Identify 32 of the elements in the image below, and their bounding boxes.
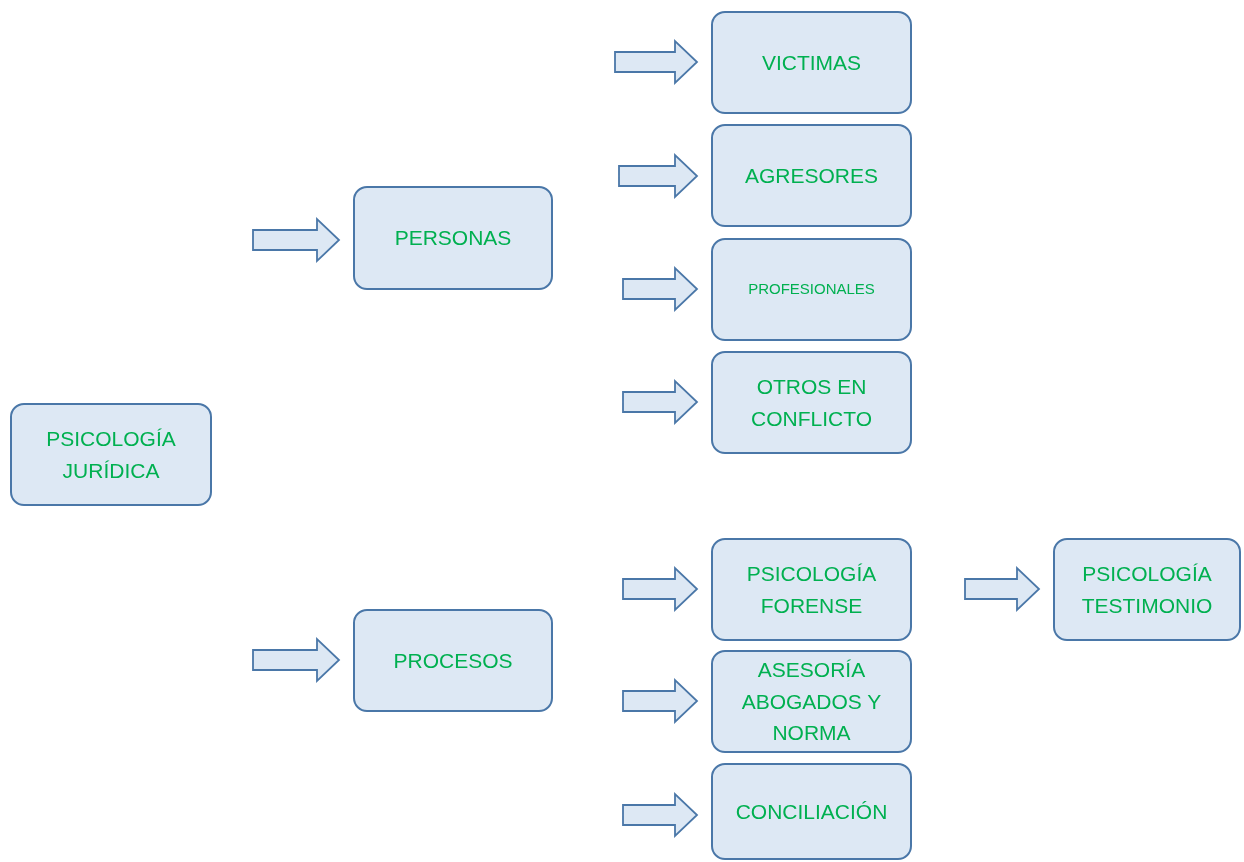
block-arrow [614, 38, 699, 86]
box-label: PERSONAS [394, 225, 512, 252]
box-label: PSICOLOGÍA TESTIMONIO [1080, 561, 1214, 619]
rounded-box [711, 538, 912, 641]
rounded-box [1053, 538, 1241, 641]
box-label: PSICOLOGÍA JURÍDICA [45, 426, 177, 484]
block-arrow [618, 152, 699, 200]
rounded-box [711, 351, 912, 454]
box-label: PROFESIONALES [748, 279, 875, 300]
rounded-box [711, 763, 912, 860]
box-label: AGRESORES [744, 162, 878, 189]
box-label: PSICOLOGÍA FORENSE [745, 561, 878, 619]
box-label: VICTIMAS [761, 49, 862, 76]
block-arrow [252, 636, 341, 684]
rounded-box [711, 124, 912, 227]
rounded-box [711, 650, 912, 753]
rounded-box [353, 186, 553, 290]
block-arrow [622, 791, 699, 839]
box-label: CONCILIACIÓN [735, 798, 888, 825]
block-arrow [964, 565, 1041, 613]
rounded-box [711, 238, 912, 341]
rounded-box [10, 403, 212, 506]
rounded-box [711, 11, 912, 114]
box-label: OTROS EN CONFLICTO [750, 374, 873, 432]
box-label: ASESORÍA ABOGADOS Y NORMA [740, 657, 883, 747]
block-arrow [622, 378, 699, 426]
rounded-box [353, 609, 553, 712]
block-arrow [622, 677, 699, 725]
block-arrow [622, 565, 699, 613]
block-arrow [622, 265, 699, 313]
box-label: PROCESOS [393, 647, 513, 674]
block-arrow [252, 216, 341, 264]
